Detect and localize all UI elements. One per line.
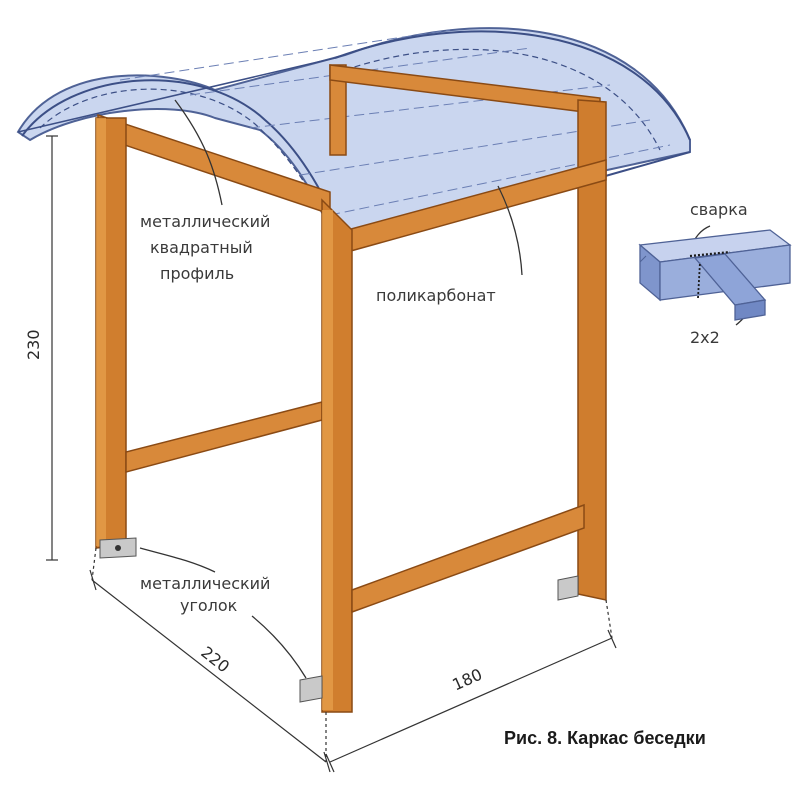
roof-rib-back [334, 30, 691, 141]
height-dimension: 230 [24, 329, 43, 360]
callout-lines [139, 99, 759, 679]
callout-corner [139, 547, 216, 573]
profile-label-line3: профиль [160, 264, 235, 283]
right-mid-rail [351, 503, 585, 614]
depth-dim-line [91, 579, 327, 763]
polycarbonate-label: поликарбонат [376, 286, 496, 305]
roof-left-edge [17, 57, 336, 133]
profile-size-label: 2х2 [690, 328, 720, 347]
profile-label-line1: металлический [140, 212, 271, 231]
dimension-lines [46, 135, 617, 773]
corner-label-line2: уголок [180, 596, 238, 615]
callout-corner-2 [251, 615, 307, 679]
profile-detail [638, 229, 792, 321]
weld-seam [689, 250, 731, 258]
back-left-post [329, 64, 347, 156]
front-frame [299, 198, 585, 713]
back-right-base-plate [557, 575, 579, 601]
back-frame [329, 64, 607, 601]
callout-polycarbonate [497, 185, 523, 276]
left-mid-rail [125, 401, 323, 473]
weld-label: сварка [690, 200, 748, 219]
corner-label-line1: металлический [140, 574, 271, 593]
left-frame [95, 113, 331, 559]
callout-profile [174, 99, 223, 206]
front-base-plate [299, 675, 323, 703]
width-dim-line [329, 637, 613, 763]
profile-label-line2: квадратный [150, 238, 253, 257]
figure-caption: Рис. 8. Каркас беседки [504, 728, 706, 748]
roof-rib-back-inner [344, 48, 661, 151]
